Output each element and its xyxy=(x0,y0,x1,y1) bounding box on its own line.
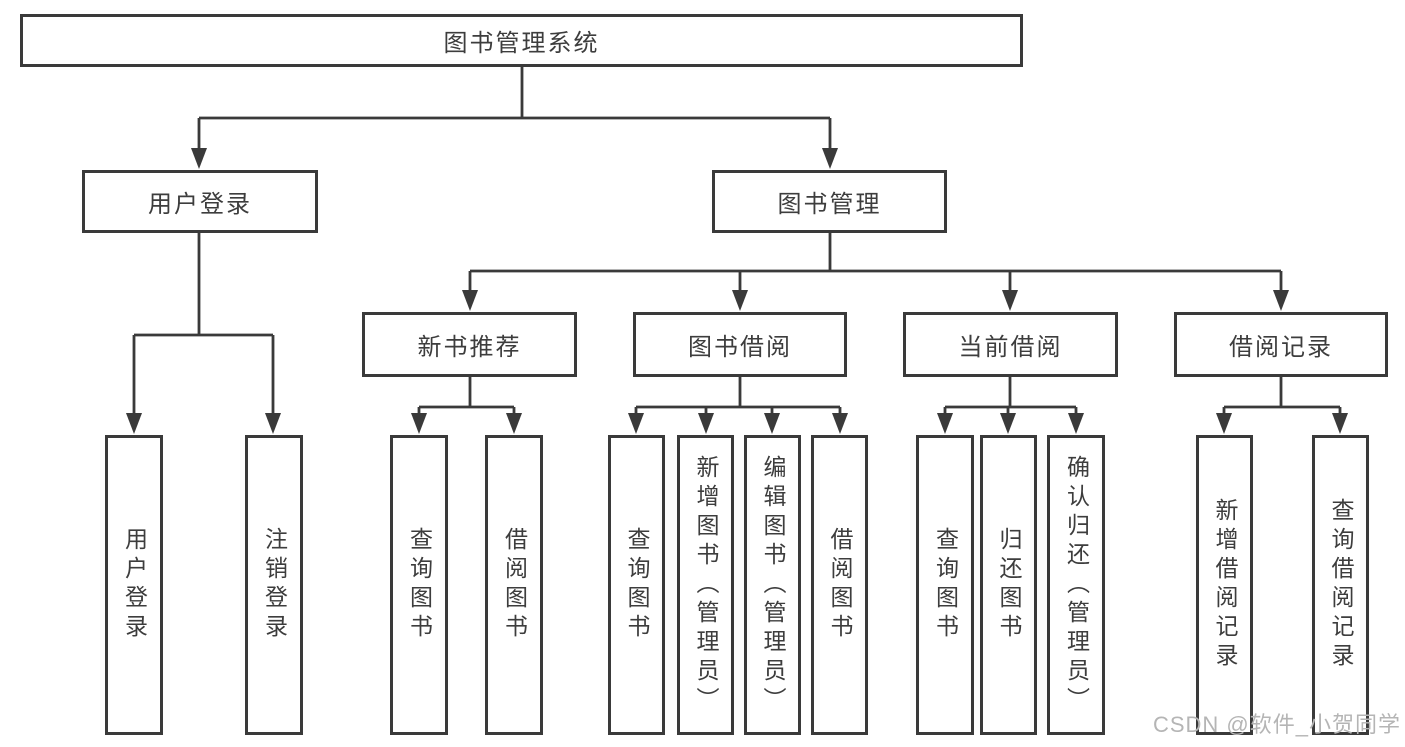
leaf-user-login: 用户登录 xyxy=(105,435,163,735)
leaf-logout-login: 注销登录 xyxy=(245,435,303,735)
leaf-label: 查询借阅记录 xyxy=(1328,498,1354,672)
leaf-br-add-record: 新增借阅记录 xyxy=(1196,435,1253,735)
node-current-borrow: 当前借阅 xyxy=(903,312,1118,377)
leaf-br-query-record: 查询借阅记录 xyxy=(1312,435,1369,735)
arrow-down-icon xyxy=(506,413,522,434)
arrow-down-icon xyxy=(1332,413,1348,434)
leaf-label: 借阅图书 xyxy=(501,527,528,643)
connector-current-borrow xyxy=(937,377,1084,434)
node-book-management-branch: 图书管理 xyxy=(712,170,947,233)
leaf-bb-add-book-admin: 新增图书（管理员） xyxy=(677,435,734,735)
arrow-down-icon xyxy=(265,413,281,434)
node-new-book-recommend: 新书推荐 xyxy=(362,312,577,377)
leaf-recommend-query-book: 查询图书 xyxy=(390,435,448,735)
arrow-down-icon xyxy=(411,413,427,434)
arrow-down-icon xyxy=(1002,290,1018,311)
arrow-down-icon xyxy=(698,413,714,434)
leaf-label: 借阅图书 xyxy=(827,527,853,643)
arrow-down-icon xyxy=(126,413,142,434)
arrow-down-icon xyxy=(1000,413,1016,434)
connector-new-book-recommend xyxy=(411,377,522,434)
arrow-down-icon xyxy=(937,413,953,434)
leaf-recommend-borrow-book: 借阅图书 xyxy=(485,435,543,735)
arrow-down-icon xyxy=(1216,413,1232,434)
leaf-label: 编辑图书（管理员） xyxy=(760,454,786,716)
leaf-bb-borrow-book: 借阅图书 xyxy=(811,435,868,735)
node-borrow-records: 借阅记录 xyxy=(1174,312,1388,377)
arrow-down-icon xyxy=(628,413,644,434)
arrow-down-icon xyxy=(822,148,838,169)
node-book-borrow: 图书借阅 xyxy=(633,312,847,377)
leaf-label: 查询图书 xyxy=(406,527,433,643)
leaf-cb-confirm-return-admin: 确认归还（管理员） xyxy=(1047,435,1105,735)
node-root-system: 图书管理系统 xyxy=(20,14,1023,67)
leaf-label: 查询图书 xyxy=(624,527,650,643)
arrow-down-icon xyxy=(1068,413,1084,434)
leaf-label: 新增图书（管理员） xyxy=(693,454,719,716)
leaf-bb-query-book: 查询图书 xyxy=(608,435,665,735)
leaf-label: 用户登录 xyxy=(121,527,148,643)
arrow-down-icon xyxy=(462,290,478,311)
arrow-down-icon xyxy=(732,290,748,311)
leaf-label: 注销登录 xyxy=(261,527,288,643)
connector-user-login-branch xyxy=(126,233,281,434)
arrow-down-icon xyxy=(1273,290,1289,311)
leaf-label: 确认归还（管理员） xyxy=(1063,454,1090,716)
connector-book-management-branch xyxy=(462,233,1289,311)
connector-book-borrow xyxy=(628,377,848,434)
connector-borrow-records xyxy=(1216,377,1348,434)
arrow-down-icon xyxy=(832,413,848,434)
leaf-label: 归还图书 xyxy=(996,527,1022,643)
connector-root xyxy=(191,67,838,169)
leaf-cb-return-book: 归还图书 xyxy=(980,435,1037,735)
arrow-down-icon xyxy=(191,148,207,169)
leaf-label: 查询图书 xyxy=(932,527,959,643)
leaf-bb-edit-book-admin: 编辑图书（管理员） xyxy=(744,435,801,735)
arrow-down-icon xyxy=(764,413,780,434)
node-user-login-branch: 用户登录 xyxy=(82,170,318,233)
leaf-label: 新增借阅记录 xyxy=(1212,498,1238,672)
leaf-cb-query-book: 查询图书 xyxy=(916,435,974,735)
